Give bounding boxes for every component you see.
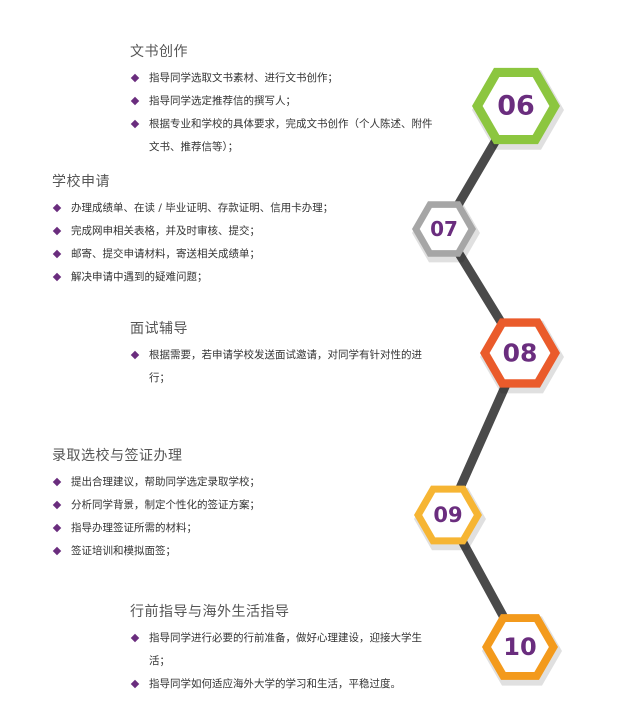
bullet-item: 签证培训和模拟面签；: [52, 540, 392, 563]
bullet-item: 完成网申相关表格，并及时审核、提交；: [52, 220, 392, 243]
bullet-item: 指导办理签证所需的材料；: [52, 517, 392, 540]
section-school-application: 学校申请 办理成绩单、在读 / 毕业证明、存款证明、信用卡办理； 完成网申相关表…: [52, 173, 392, 289]
bullet-item: 办理成绩单、在读 / 毕业证明、存款证明、信用卡办理；: [52, 197, 392, 220]
bullet-item: 指导同学选取文书素材、进行文书创作；: [130, 67, 460, 90]
step-number: 10: [503, 633, 536, 661]
hexagon-face: [482, 77, 550, 135]
step-hexagon-06: 06: [472, 67, 564, 150]
step-hexagon-08: 08: [480, 318, 564, 394]
section-title: 行前指导与海外生活指导: [130, 604, 290, 620]
bullet-item: 解决申请中遇到的疑难问题；: [52, 266, 392, 289]
step-number: 07: [430, 217, 458, 241]
section-document-writing: 文书创作 指导同学选取文书素材、进行文书创作； 指导同学选定推荐信的撰写人； 根…: [130, 43, 460, 159]
bullet-item: 提出合理建议，帮助同学选定录取学校；: [52, 471, 392, 494]
bullet-list: 指导同学进行必要的行前准备，做好心理建设，迎接大学生活； 指导同学如何适应海外大…: [130, 627, 460, 696]
step-number: 08: [503, 339, 538, 368]
bullet-item: 邮寄、提交申请材料，寄送相关成绩单；: [52, 243, 392, 266]
section-title: 录取选校与签证办理: [52, 448, 183, 464]
step-number: 06: [497, 91, 535, 122]
section-interview-coaching: 面试辅导 根据需要，若申请学校发送面试邀请，对同学有针对性的进行；: [130, 320, 440, 390]
step-number: 09: [433, 503, 462, 527]
section-title: 学校申请: [52, 174, 110, 190]
section-title: 面试辅导: [130, 321, 188, 337]
step-hexagon-10: 10: [482, 614, 562, 686]
timeline-steps: 06 07 08 09 10: [412, 67, 564, 686]
bullet-list: 提出合理建议，帮助同学选定录取学校； 分析同学背景，制定个性化的签证方案； 指导…: [52, 471, 392, 563]
bullet-list: 根据需要，若申请学校发送面试邀请，对同学有针对性的进行；: [130, 344, 440, 390]
bullet-item: 分析同学背景，制定个性化的签证方案；: [52, 494, 392, 517]
bullet-list: 指导同学选取文书素材、进行文书创作； 指导同学选定推荐信的撰写人； 根据专业和学…: [130, 67, 460, 159]
hexagon-face: [419, 207, 469, 251]
bullet-item: 根据专业和学校的具体要求，完成文书创作（个人陈述、附件文书、推荐信等）；: [130, 113, 439, 159]
bullet-list: 办理成绩单、在读 / 毕业证明、存款证明、信用卡办理； 完成网申相关表格，并及时…: [52, 197, 392, 289]
section-title: 文书创作: [130, 44, 188, 60]
section-admission-visa: 录取选校与签证办理 提出合理建议，帮助同学选定录取学校； 分析同学背景，制定个性…: [52, 447, 392, 563]
hexagon-face: [422, 492, 474, 538]
bullet-item: 指导同学进行必要的行前准备，做好心理建设，迎接大学生活；: [130, 627, 441, 673]
bullet-item: 根据需要，若申请学校发送面试邀请，对同学有针对性的进行；: [130, 344, 439, 390]
hexagon-face: [491, 622, 549, 672]
bullet-item: 指导同学如何适应海外大学的学习和生活，平稳过度。: [130, 673, 460, 696]
hexagon-face: [489, 326, 551, 380]
bullet-item: 指导同学选定推荐信的撰写人；: [130, 90, 460, 113]
section-pre-departure-guidance: 行前指导与海外生活指导 指导同学进行必要的行前准备，做好心理建设，迎接大学生活；…: [130, 603, 460, 696]
step-hexagon-09: 09: [414, 485, 486, 551]
step-hexagon-07: 07: [412, 201, 480, 263]
